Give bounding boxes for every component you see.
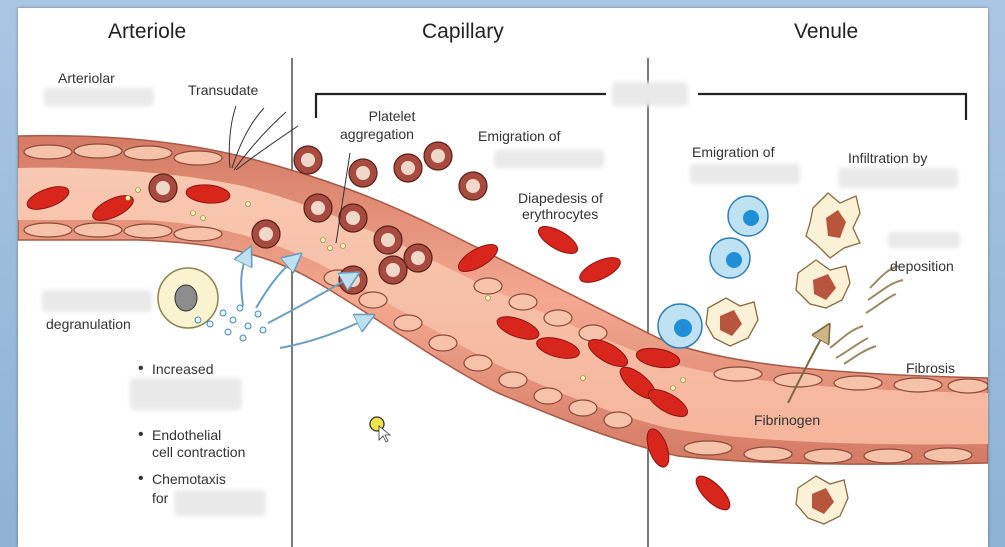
header-venule: Venule <box>794 20 858 44</box>
bullet-endothelial-2: cell contraction <box>152 444 245 461</box>
label-platelet-1: Platelet <box>362 108 422 125</box>
label-emigration-venule: Emigration of <box>692 144 774 161</box>
blank-increased <box>130 378 242 410</box>
label-degranulation: degranulation <box>46 316 131 333</box>
bracket-right <box>698 94 966 120</box>
inflammation-diagram <box>18 8 988 547</box>
diagram-panel: Arteriole Capillary Venule Arteriolar Tr… <box>18 8 988 547</box>
blank-infiltration <box>838 168 958 188</box>
label-infiltration-by: Infiltration by <box>848 150 927 167</box>
blank-chemotaxis <box>174 490 266 516</box>
label-emigration-capillary: Emigration of <box>478 128 560 145</box>
blank-emigration-cap <box>494 150 604 168</box>
label-fibrosis: Fibrosis <box>906 360 955 377</box>
header-arteriole: Arteriole <box>108 20 186 44</box>
label-diapedesis-1: Diapedesis of <box>518 190 603 207</box>
blank-arteriolar <box>44 88 154 106</box>
bullet-increased: Increased <box>152 360 213 379</box>
blank-capillary-title <box>612 82 688 106</box>
bullet-endothelial-1: Endothelial <box>152 426 221 445</box>
blank-deposition <box>888 232 960 248</box>
header-capillary: Capillary <box>422 20 504 44</box>
blank-degranulation <box>42 290 152 312</box>
label-diapedesis-2: erythrocytes <box>522 206 598 223</box>
label-fibrinogen: Fibrinogen <box>754 412 820 429</box>
label-deposition: deposition <box>890 258 954 275</box>
bracket-left <box>316 94 606 118</box>
blank-emigration-ven <box>690 164 800 184</box>
cursor-arrow-icon <box>370 417 390 442</box>
bullet-chemotaxis-1: Chemotaxis <box>152 470 226 489</box>
label-platelet-2: aggregation <box>340 126 414 143</box>
mast-cell <box>158 268 266 341</box>
label-arteriolar: Arteriolar <box>58 70 115 87</box>
bullet-chemotaxis-2: for <box>152 490 168 507</box>
label-transudate: Transudate <box>188 82 258 99</box>
